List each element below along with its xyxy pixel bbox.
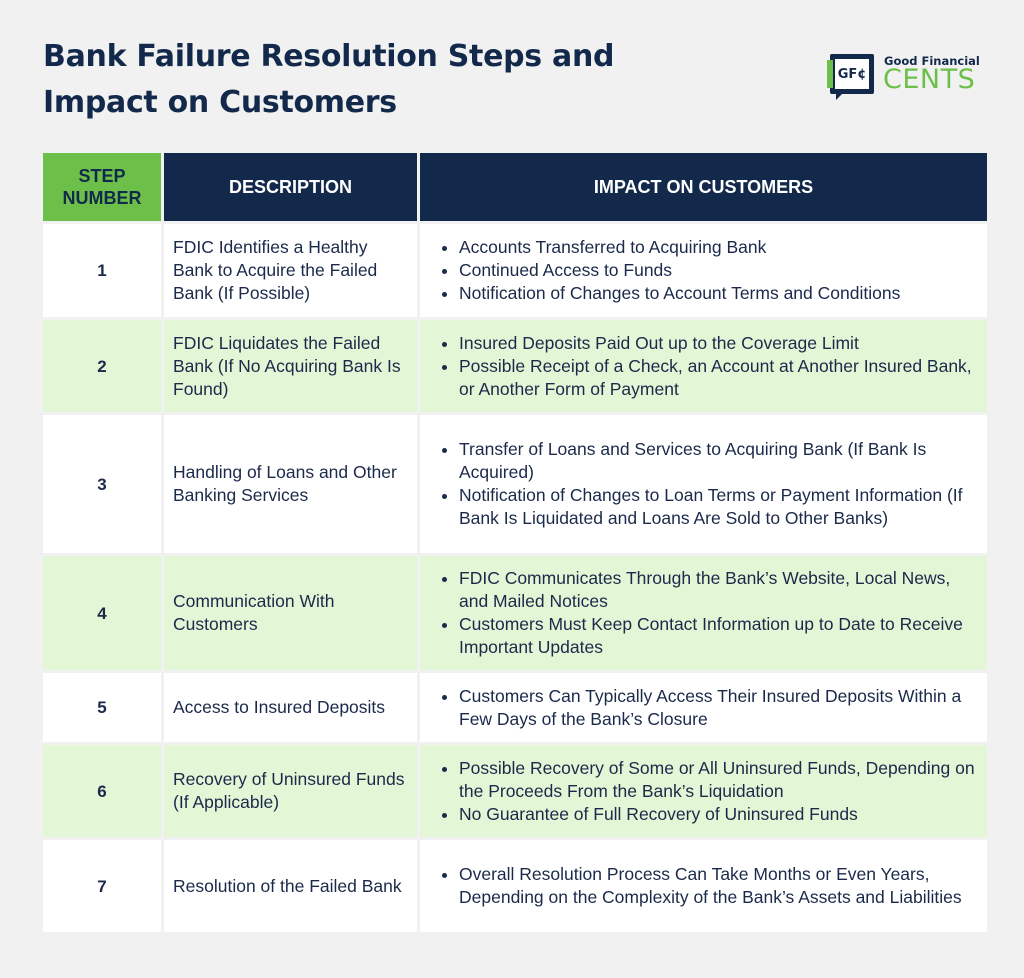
step-number: 7 bbox=[43, 840, 161, 932]
impact-item: Possible Recovery of Some or All Uninsur… bbox=[459, 757, 979, 803]
impact-item: Customers Must Keep Contact Information … bbox=[459, 613, 979, 659]
resolution-steps-table: STEP NUMBER DESCRIPTION IMPACT ON CUSTOM… bbox=[40, 150, 990, 935]
step-description: FDIC Liquidates the Failed Bank (If No A… bbox=[164, 320, 417, 412]
step-number: 5 bbox=[43, 673, 161, 742]
step-impacts: Accounts Transferred to Acquiring Bank C… bbox=[420, 224, 987, 317]
brand-logo[interactable]: GF¢ Good Financial CENTS bbox=[827, 52, 990, 102]
table-row: 1 FDIC Identifies a Healthy Bank to Acqu… bbox=[43, 224, 987, 317]
step-impacts: Customers Can Typically Access Their Ins… bbox=[420, 673, 987, 742]
impact-item: Insured Deposits Paid Out up to the Cove… bbox=[459, 332, 979, 355]
table-row: 7 Resolution of the Failed Bank Overall … bbox=[43, 840, 987, 932]
step-description: Resolution of the Failed Bank bbox=[164, 840, 417, 932]
step-impacts: Transfer of Loans and Services to Acquir… bbox=[420, 415, 987, 553]
step-number: 3 bbox=[43, 415, 161, 553]
impact-item: No Guarantee of Full Recovery of Uninsur… bbox=[459, 803, 979, 826]
step-impacts: FDIC Communicates Through the Bank’s Web… bbox=[420, 556, 987, 670]
step-description: Recovery of Uninsured Funds (If Applicab… bbox=[164, 745, 417, 837]
logo-mark-text: GF¢ bbox=[837, 66, 867, 82]
header-impact: IMPACT ON CUSTOMERS bbox=[420, 153, 987, 221]
logo-mark-icon: GF¢ bbox=[827, 54, 874, 100]
step-number: 2 bbox=[43, 320, 161, 412]
page-title: Bank Failure Resolution Steps and Impact… bbox=[43, 39, 615, 120]
logo-tagline: Good Financial bbox=[884, 54, 980, 68]
step-impacts: Possible Recovery of Some or All Uninsur… bbox=[420, 745, 987, 837]
step-number: 1 bbox=[43, 224, 161, 317]
header-description: DESCRIPTION bbox=[164, 153, 417, 221]
logo-wordmark: CENTS bbox=[883, 64, 976, 95]
impact-item: Notification of Changes to Loan Terms or… bbox=[459, 484, 979, 530]
impact-item: Overall Resolution Process Can Take Mont… bbox=[459, 863, 979, 909]
table-row: 2 FDIC Liquidates the Failed Bank (If No… bbox=[43, 320, 987, 412]
step-number: 4 bbox=[43, 556, 161, 670]
step-description: Handling of Loans and Other Banking Serv… bbox=[164, 415, 417, 553]
impact-item: Accounts Transferred to Acquiring Bank bbox=[459, 236, 979, 259]
header-step-number: STEP NUMBER bbox=[43, 153, 161, 221]
impact-item: Customers Can Typically Access Their Ins… bbox=[459, 685, 979, 731]
step-description: Access to Insured Deposits bbox=[164, 673, 417, 742]
impact-item: Possible Receipt of a Check, an Account … bbox=[459, 355, 979, 401]
step-description: Communication With Customers bbox=[164, 556, 417, 670]
impact-item: Transfer of Loans and Services to Acquir… bbox=[459, 438, 979, 484]
step-impacts: Overall Resolution Process Can Take Mont… bbox=[420, 840, 987, 932]
table-row: 5 Access to Insured Deposits Customers C… bbox=[43, 673, 987, 742]
impact-item: Notification of Changes to Account Terms… bbox=[459, 282, 979, 305]
table-row: 4 Communication With Customers FDIC Comm… bbox=[43, 556, 987, 670]
table-header-row: STEP NUMBER DESCRIPTION IMPACT ON CUSTOM… bbox=[43, 153, 987, 221]
step-number: 6 bbox=[43, 745, 161, 837]
impact-item: FDIC Communicates Through the Bank’s Web… bbox=[459, 567, 979, 613]
step-description: FDIC Identifies a Healthy Bank to Acquir… bbox=[164, 224, 417, 317]
table-row: 3 Handling of Loans and Other Banking Se… bbox=[43, 415, 987, 553]
impact-item: Continued Access to Funds bbox=[459, 259, 979, 282]
step-impacts: Insured Deposits Paid Out up to the Cove… bbox=[420, 320, 987, 412]
table-row: 6 Recovery of Uninsured Funds (If Applic… bbox=[43, 745, 987, 837]
